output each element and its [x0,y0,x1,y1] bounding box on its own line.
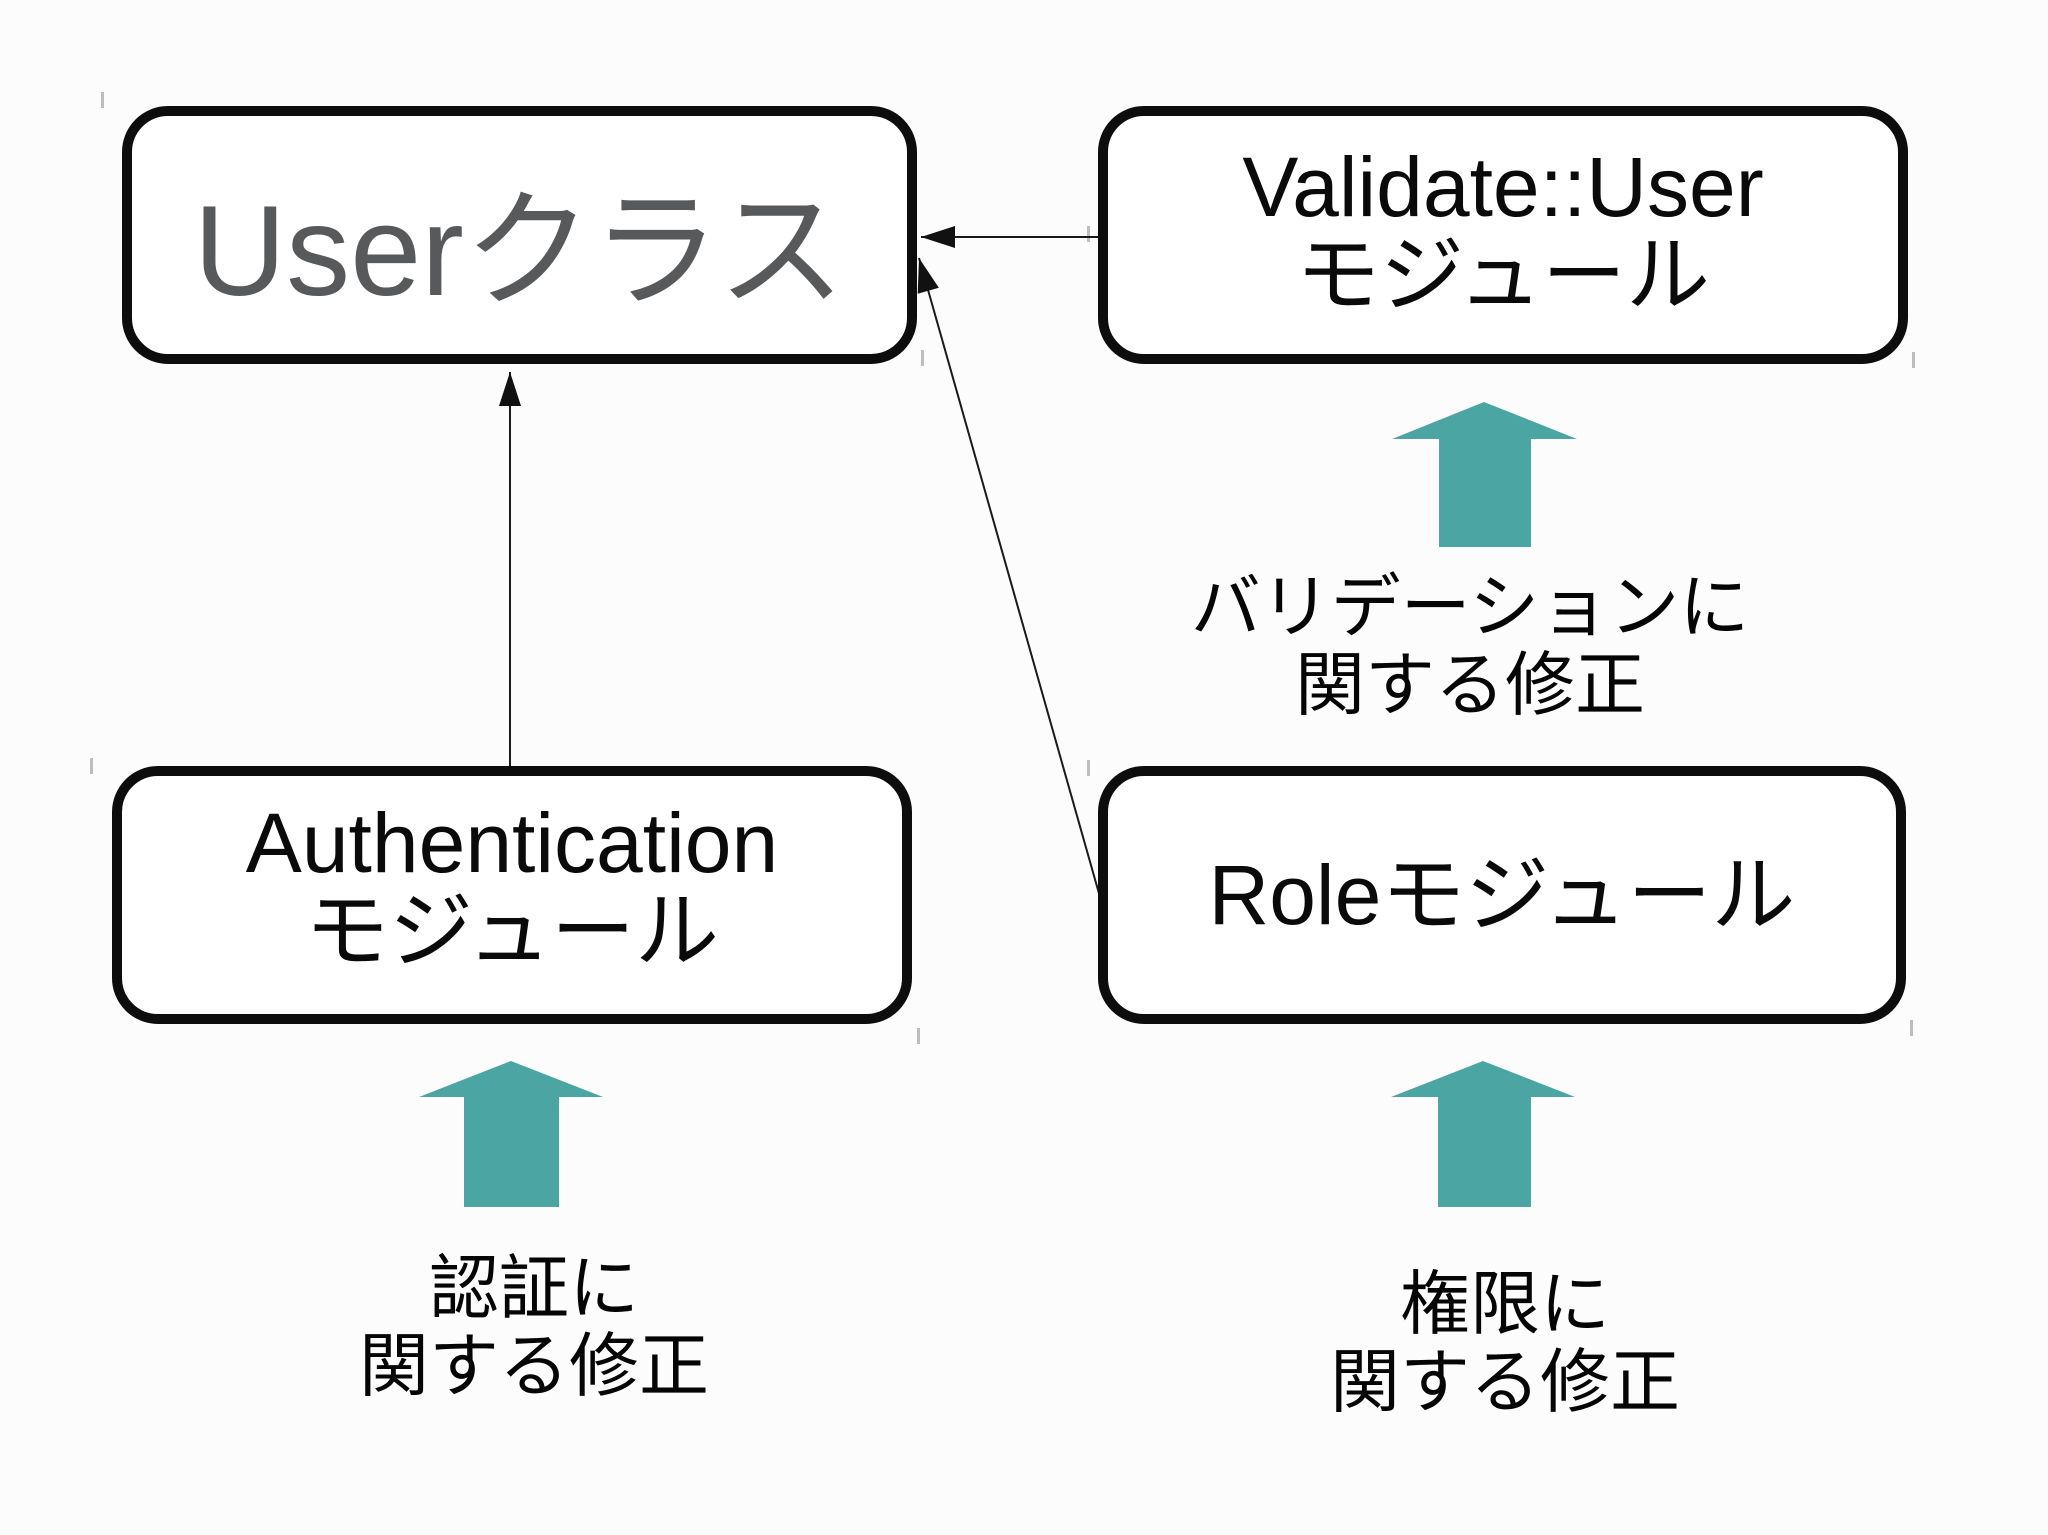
node-user-class: Userクラス [122,106,917,364]
node-auth-label-line2: モジュール [304,884,720,978]
annotation-authentication-fix: 認証に 関する修正 [224,1249,844,1405]
anchor-tick [921,350,924,366]
annotation-authentication-line2: 関する修正 [359,1327,709,1405]
node-user-class-label: Userクラス [193,180,846,323]
node-authentication-module: Authentication モジュール [112,766,912,1024]
annotation-role-fix: 権限に 関する修正 [1195,1265,1815,1421]
node-validate-user-module: Validate::User モジュール [1098,106,1908,364]
anchor-tick [101,92,104,108]
annotation-validation-line2: 関する修正 [1295,646,1645,724]
anchor-ticks [90,92,1915,1044]
node-role-module: Roleモジュール [1098,766,1906,1024]
annotation-validation-fix: バリデーションに 関する修正 [1160,568,1780,724]
anchor-tick [1910,1020,1913,1036]
anchor-tick [90,758,93,774]
node-validate-label-line2: モジュール [1295,228,1711,322]
block-arrow-up-auth-icon [419,1061,603,1207]
annotation-role-line2: 関する修正 [1330,1343,1680,1421]
node-role-label: Roleモジュール [1208,848,1796,942]
anchor-tick [917,1028,920,1044]
node-auth-label-line1: Authentication [245,796,779,890]
block-arrow-up-role-icon [1391,1061,1575,1207]
annotation-authentication-line1: 認証に [429,1249,639,1327]
connector-role-to-user-arrow [917,257,1101,898]
block-arrow-up-validate-icon [1392,402,1577,547]
anchor-tick [1912,352,1915,368]
annotation-validation-line1: バリデーションに [1190,568,1750,646]
annotation-role-line1: 権限に [1400,1265,1610,1343]
anchor-tick [1087,226,1090,242]
anchor-tick [1087,760,1090,776]
node-validate-label-line1: Validate::User [1242,140,1764,234]
